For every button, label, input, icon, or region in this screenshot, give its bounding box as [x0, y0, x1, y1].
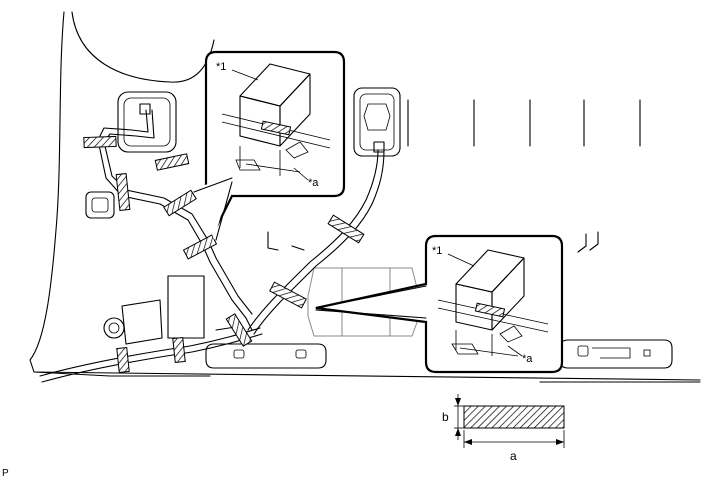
tape [225, 313, 253, 347]
wire-harness [39, 103, 385, 383]
tape [182, 234, 218, 260]
lower-left-bracket [103, 275, 205, 345]
dome-lamp-housing [353, 87, 401, 157]
callout-upper-part [221, 63, 331, 176]
callout-lower-part [437, 249, 549, 357]
roof-panel-outline [29, 11, 701, 383]
callout-lower-tape-label: *a [522, 353, 533, 365]
tape [163, 189, 197, 217]
dimension-height-label: b [442, 410, 449, 424]
figure-code: P [2, 468, 9, 479]
callout-upper-part-label: *1 [216, 61, 226, 73]
callout-upper: *1 *a [193, 50, 346, 241]
tape [154, 153, 190, 171]
roof-bow-corners [267, 231, 599, 253]
legend-tape-swatch [463, 405, 565, 429]
dimension-width-label: a [510, 449, 517, 463]
assist-grip-right [559, 339, 673, 369]
callout-lower: *1 *a [315, 234, 564, 374]
roof-bracket-left [85, 91, 177, 219]
tape [172, 336, 186, 364]
tape [83, 135, 117, 149]
callout-upper-tape-label: *a [308, 177, 319, 189]
assist-grip-left [205, 343, 327, 369]
tape [269, 281, 307, 309]
dimension-legend: b a [442, 394, 565, 463]
tape [116, 346, 130, 374]
callout-lower-part-label: *1 [432, 245, 442, 257]
roof-ribs [407, 99, 641, 147]
tape [327, 214, 365, 244]
tape [115, 173, 131, 211]
